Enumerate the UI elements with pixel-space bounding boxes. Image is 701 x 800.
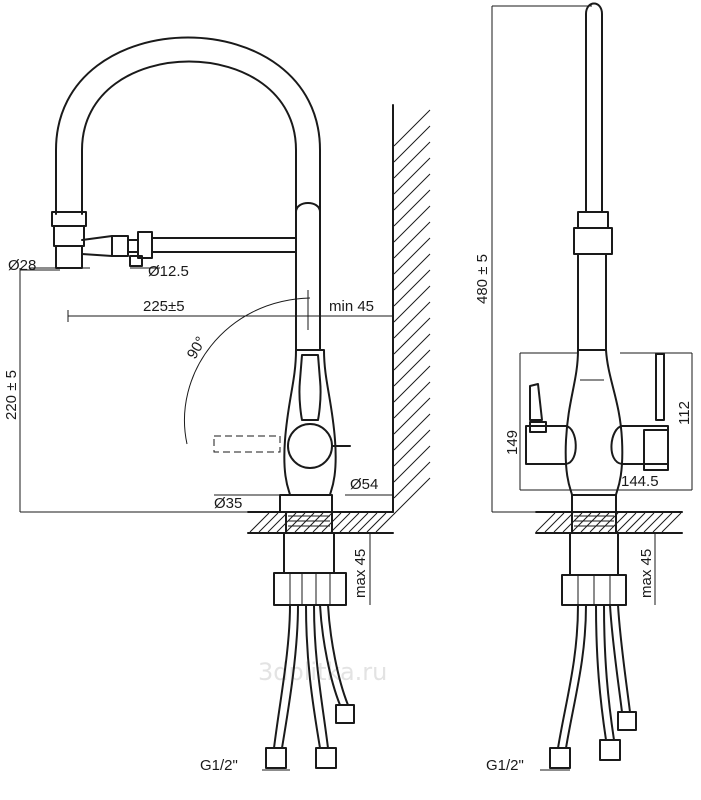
outlet-head [51,211,297,269]
wall-hatch-line [393,125,431,163]
countertop-hatch-line [607,512,628,533]
countertop-hatch-line [625,512,646,533]
countertop-side [247,511,396,534]
side-dimension-lines [19,267,393,771]
countertop-hatch-line [643,512,664,533]
side-view: Ø28 Ø12.5 225±5 min 45 220 ± 5 90° Ø54 Ø… [3,36,431,774]
hoses-side [265,604,355,769]
left-handle-front [525,383,577,465]
wall-hatch-line [393,461,431,499]
spout-front [564,2,624,513]
total-height-label: 480 ± 5 [474,254,491,304]
countertop-hatch-line [661,512,682,533]
max-thickness-front-label: max 45 [638,549,655,598]
wall-hatch-line [393,349,431,387]
mounting-side [273,511,347,606]
wall-hatch-line [393,141,431,179]
wall-hatch-line [393,173,431,211]
wall-hatch-line [393,333,431,371]
wall-hatch-line [393,221,431,259]
spout-arc [55,36,321,215]
wall-hatch-line [393,381,431,419]
front-view: 480 ± 5 149 112 144.5 max 45 G1/2" [474,2,693,774]
wall-min-label: min 45 [329,298,374,315]
countertop-front [535,511,683,534]
wall-hatch-line [393,397,431,435]
outlet-diameter-label: Ø28 [8,257,36,274]
hole-diameter-label: Ø35 [214,495,242,512]
wall-hatch-line [393,317,431,355]
wall-hatch-line [393,253,431,291]
countertop-hatch-line [330,512,351,533]
wall [392,104,431,515]
wall-hatch-line [393,365,431,403]
max-thickness-side-label: max 45 [352,549,369,598]
wall-hatch-line [393,157,431,195]
aerator-diameter-label: Ø12.5 [148,263,189,280]
countertop-hatch-line [598,512,619,533]
countertop-hatch-line [652,512,673,533]
front-dimension-lines [491,5,693,771]
reach-label: 225±5 [143,298,185,315]
hoses-front [549,604,637,769]
rotation-label: 90° [184,334,210,362]
wall-hatch-line [393,477,431,515]
wall-hatch-line [393,429,431,467]
right-handle-height-label: 112 [676,401,693,425]
right-handle-front [610,353,669,471]
countertop-hatch-line [249,512,270,533]
wall-hatch-line [393,189,431,227]
thread-front-label: G1/2" [486,757,524,774]
countertop-hatch-line [634,512,655,533]
wall-hatch-line [393,301,431,339]
countertop-hatch-line [267,512,288,533]
wall-hatch-line [393,285,431,323]
countertop-hatch-line [544,512,565,533]
watermark: 3dplitka.ru [258,658,387,686]
left-handle-height-label: 149 [504,430,521,455]
countertop-hatch-line [553,512,574,533]
faucet-body-side [213,202,351,513]
countertop-hatch-line [258,512,279,533]
wall-hatch-line [393,413,431,451]
handles-span-label: 144.5 [621,473,659,490]
wall-hatch-line [393,269,431,307]
wall-hatch-line [393,237,431,275]
countertop-hatch-line [366,512,387,533]
thread-side-label: G1/2" [200,757,238,774]
countertop-hatch-line [348,512,369,533]
wall-hatch-line [393,445,431,483]
height-label: 220 ± 5 [3,370,20,420]
base-diameter-label: Ø54 [350,476,378,493]
countertop-hatch-line [357,512,378,533]
countertop-hatch-line [616,512,637,533]
countertop-hatch-line [535,512,556,533]
wall-hatch-line [393,109,431,147]
wall-hatch-line [393,205,431,243]
mounting-front [561,511,627,606]
countertop-hatch-line [339,512,360,533]
countertop-hatch-line [375,512,396,533]
